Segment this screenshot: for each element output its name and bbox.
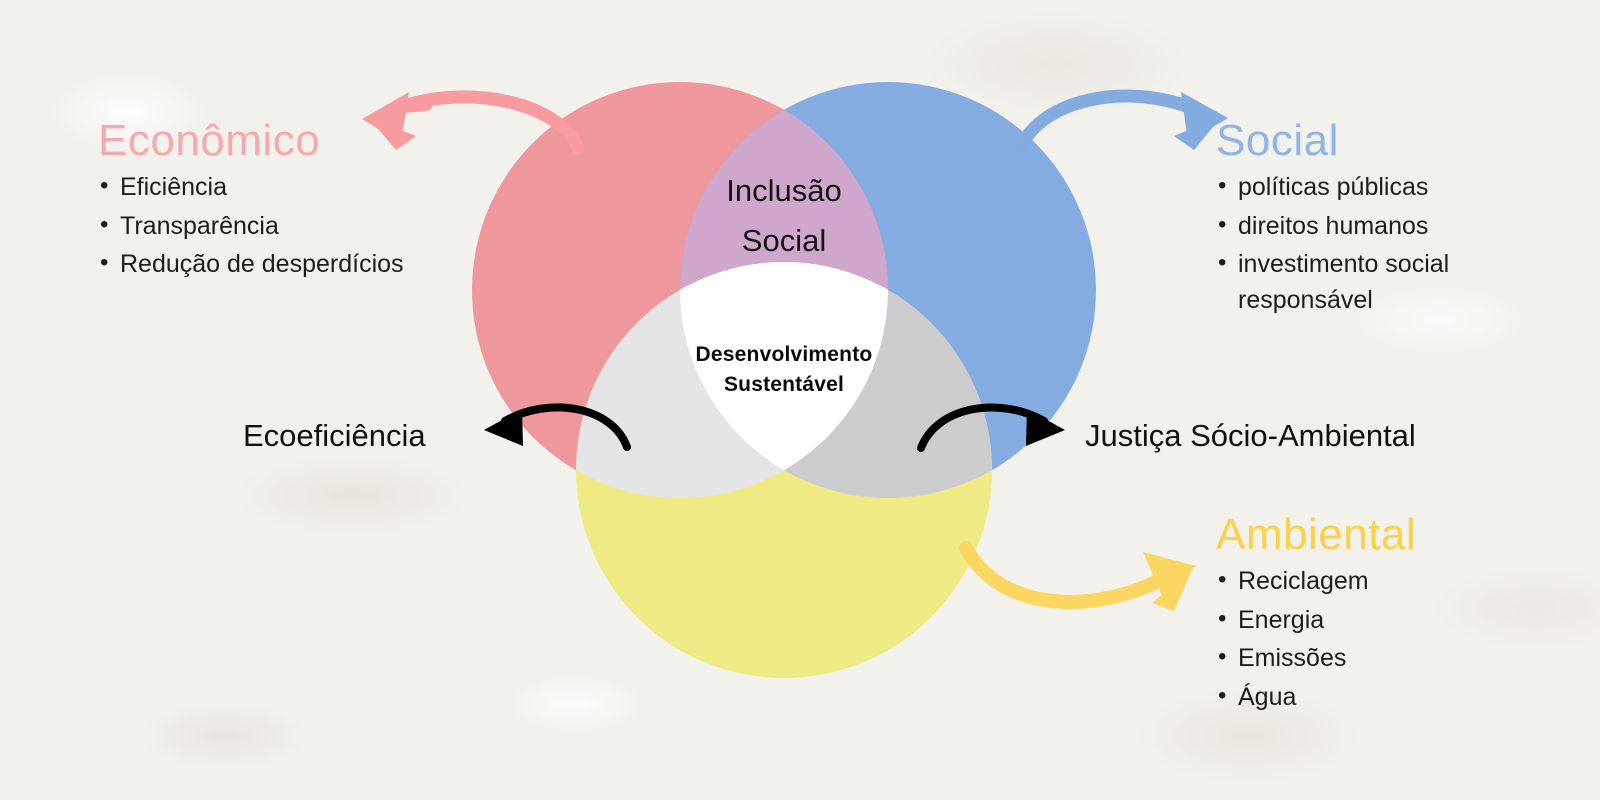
list-item: Redução de desperdícios [98, 246, 428, 283]
panel-economico-title: Econômico [98, 116, 321, 165]
panel-economico-bullets: Eficiência Transparência Redução de desp… [98, 169, 428, 283]
center-label-desenvolvimento-sustentavel: Desenvolvimento Sustentável [695, 343, 873, 397]
list-item: Emissões [1216, 640, 1556, 677]
list-item: Energia [1216, 602, 1556, 639]
label-justica-socio-ambiental: Justiça Sócio-Ambiental [1085, 418, 1416, 453]
arrow-ambiental [959, 541, 1196, 611]
panel-social-title: Social [1216, 116, 1339, 165]
list-item: Transparência [98, 208, 428, 245]
list-item: investimento social responsável [1216, 246, 1556, 318]
panel-social: Social políticas públicas direitos human… [1216, 116, 1556, 321]
list-item: políticas públicas [1216, 169, 1556, 206]
list-item: Água [1216, 679, 1556, 716]
overlap-label-inclusao-social: Inclusão Social [726, 173, 842, 259]
panel-ambiental: Ambiental Reciclagem Energia Emissões Ág… [1216, 510, 1556, 718]
list-item: Eficiência [98, 169, 428, 206]
list-item: direitos humanos [1216, 208, 1556, 245]
arrow-social [1014, 89, 1228, 154]
label-ecoeficiencia: Ecoeficiência [243, 418, 426, 453]
panel-ambiental-bullets: Reciclagem Energia Emissões Água [1216, 563, 1556, 716]
list-item: Reciclagem [1216, 563, 1556, 600]
panel-ambiental-title: Ambiental [1216, 510, 1417, 559]
panel-social-bullets: políticas públicas direitos humanos inve… [1216, 169, 1556, 318]
panel-economico: Econômico Eficiência Transparência Reduç… [98, 116, 428, 286]
